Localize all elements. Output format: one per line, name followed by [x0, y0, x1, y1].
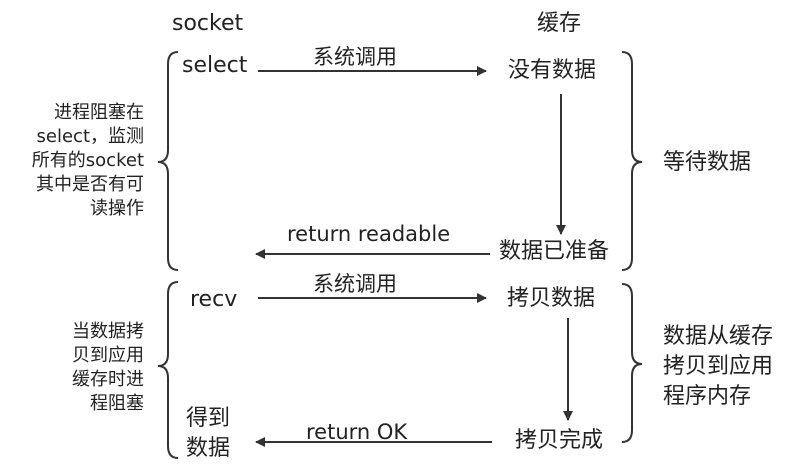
phase2-left-note: 当数据拷 贝到应用 缓存时进 程阻塞 — [72, 320, 144, 416]
left-brace-phase2 — [157, 281, 179, 459]
phase1-left-note-line: 其中是否有可 — [36, 174, 144, 195]
cache-column-header: 缓存 — [537, 11, 582, 36]
wait-data-note: 等待数据 — [663, 150, 752, 175]
syscall-label-phase1: 系统调用 — [313, 45, 397, 69]
right-brace-phase1 — [621, 51, 643, 271]
cache-data-ready-label: 数据已准备 — [499, 239, 610, 264]
copy-data-note-line: 拷贝到应用 — [663, 354, 774, 379]
cache-copy-data-label: 拷贝数据 — [507, 286, 596, 311]
return-readable-label: return readable — [287, 222, 451, 246]
phase1-left-note-line: 进程阻塞在 — [54, 102, 144, 123]
cache-copy-done-label: 拷贝完成 — [515, 428, 604, 453]
right-brace-phase2 — [621, 283, 643, 443]
phase1-left-note-line: 读操作 — [90, 198, 144, 219]
phase2-left-note-line: 贝到应用 — [72, 345, 144, 366]
phase2-left-note-line: 当数据拷 — [72, 321, 144, 342]
cache-no-data-label: 没有数据 — [508, 58, 597, 83]
return-ok-label: return OK — [306, 420, 408, 444]
copy-data-note-line: 数据从缓存 — [663, 324, 774, 349]
phase1-left-note-line: 所有的socket — [31, 150, 144, 171]
got-data-label: 得到 数据 — [186, 404, 230, 464]
phase1-left-note-line: select，监测 — [36, 126, 144, 147]
left-brace-phase1 — [157, 51, 179, 271]
socket-column-header: socket — [172, 11, 244, 36]
got-data-line: 得到 — [186, 406, 231, 431]
got-data-line: 数据 — [186, 436, 231, 461]
copy-data-note: 数据从缓存 拷贝到应用 程序内存 — [663, 322, 773, 412]
phase2-left-note-line: 程阻塞 — [90, 393, 144, 414]
phase2-left-note-line: 缓存时进 — [72, 369, 144, 390]
recv-call-label: recv — [190, 287, 238, 312]
select-call-label: select — [182, 53, 248, 78]
copy-data-note-line: 程序内存 — [663, 384, 752, 409]
syscall-label-phase2: 系统调用 — [313, 272, 397, 296]
phase1-left-note: 进程阻塞在 select，监测 所有的socket 其中是否有可 读操作 — [32, 101, 144, 221]
